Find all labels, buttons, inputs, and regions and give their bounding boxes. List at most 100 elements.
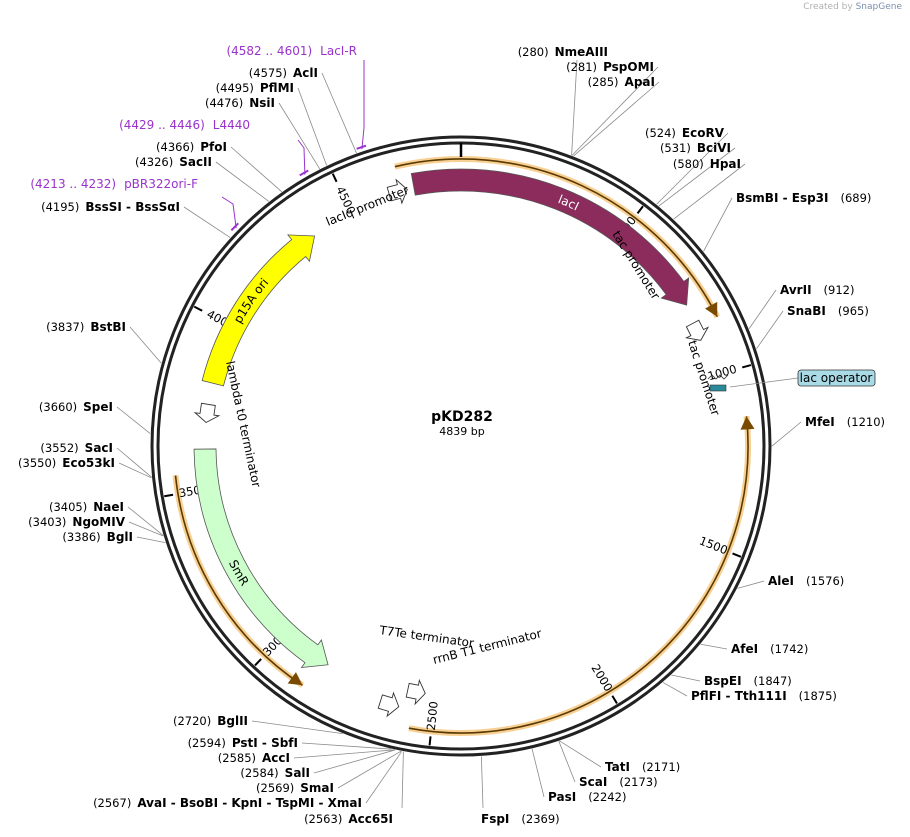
site-position: (3660) xyxy=(39,400,77,414)
site-position: (912) xyxy=(824,283,855,297)
restriction-site: SalI(2584) xyxy=(240,749,396,780)
lac-operator-glyph xyxy=(707,374,729,380)
site-leader xyxy=(559,740,602,768)
site-position: (2585) xyxy=(218,751,256,765)
backbone xyxy=(150,135,772,757)
site-leader xyxy=(737,580,765,589)
site-position: (2242) xyxy=(588,790,626,804)
site-position: (965) xyxy=(838,304,869,318)
site-position: (689) xyxy=(840,191,871,205)
site-position: (1742) xyxy=(770,642,808,656)
site-name: SpeI xyxy=(83,400,113,414)
site-name: BsmBI - Esp3I xyxy=(736,191,828,205)
restriction-site: SacI(3552) xyxy=(40,441,152,478)
restriction-site: Acc65I(2563) xyxy=(304,751,404,826)
site-leader xyxy=(337,750,402,789)
site-position: (1847) xyxy=(754,674,792,688)
site-leader xyxy=(671,674,701,682)
tick-mark xyxy=(331,173,338,183)
site-position: (3386) xyxy=(62,530,100,544)
tick-label: 2500 xyxy=(424,701,441,732)
restriction-site: HpaI(580) xyxy=(673,157,746,220)
lac-operator-leader xyxy=(729,377,799,388)
restriction-site: NmeAIII(280) xyxy=(518,45,608,156)
site-leader xyxy=(401,751,404,809)
site-leader xyxy=(662,682,688,697)
site-leader xyxy=(531,748,545,798)
T7Te-terminator-arrow xyxy=(377,691,400,718)
rrnB-T1-terminator-arrow-2 xyxy=(405,678,426,706)
site-name: NsiI xyxy=(249,96,275,110)
site-name: BglII xyxy=(217,714,248,728)
restriction-site: ScaI(2173) xyxy=(558,741,658,789)
site-position: (4366) xyxy=(156,140,194,154)
site-position: (1210) xyxy=(847,415,885,429)
site-position: (4195) xyxy=(41,200,79,214)
site-name: PspOMI xyxy=(603,60,654,74)
restriction-site: AclI (4575) xyxy=(249,66,357,154)
feature-highlight-arrowhead xyxy=(740,416,755,430)
credit-brand: SnapGene xyxy=(855,2,902,12)
site-name: BglI xyxy=(107,530,133,544)
feature-highlight-line xyxy=(408,416,749,734)
site-name: FspI xyxy=(481,812,509,826)
site-name: SmaI xyxy=(300,781,334,795)
primer-site: LacI-R(4582 .. 4601) xyxy=(226,44,367,150)
feature-highlight-line xyxy=(394,158,719,318)
primer-mark xyxy=(230,222,239,232)
site-name: AvrII xyxy=(780,283,812,297)
restriction-site: ApaI(285) xyxy=(573,75,660,157)
site-name: AclI xyxy=(293,66,318,80)
primer-leader xyxy=(221,196,237,229)
site-position: (2171) xyxy=(642,760,680,774)
restriction-site: NsiI(4476) xyxy=(205,96,321,170)
restriction-site: BssSI - BssSαI (4195) xyxy=(41,200,231,238)
site-name: BssSI - BssSαI xyxy=(85,200,180,214)
site-position: (3552) xyxy=(40,441,78,455)
primer-range: (4429 .. 4446) xyxy=(119,118,205,132)
primer-leader xyxy=(297,139,306,175)
primer-range: (4213 .. 4232) xyxy=(30,177,116,191)
restriction-site: BglI (3386) xyxy=(62,530,166,544)
restriction-site: NaeI(3405) xyxy=(49,500,164,536)
backbone-outer-ring xyxy=(150,135,772,757)
tick-mark xyxy=(741,364,752,369)
restriction-site: PfoI(4366) xyxy=(156,140,283,193)
restriction-site: AleI(1576) xyxy=(737,574,844,589)
site-position: (4575) xyxy=(249,66,287,80)
tick-label: 2000 xyxy=(588,662,615,694)
restriction-site: SacII(4326) xyxy=(135,155,270,202)
site-leader xyxy=(771,421,802,447)
site-position: (4326) xyxy=(135,155,173,169)
site-leader xyxy=(313,749,396,774)
site-position: (2720) xyxy=(173,714,211,728)
restriction-site: SmaI(2569) xyxy=(256,750,402,795)
restriction-site: AfeI(1742) xyxy=(700,642,808,656)
site-leader xyxy=(756,310,784,350)
restriction-site: FspI(2369) xyxy=(480,756,560,826)
restriction-site: SnaBI(965) xyxy=(756,304,869,350)
lacI-arrow xyxy=(410,168,690,306)
primer-name: LacI-R xyxy=(320,44,357,58)
site-position: (280) xyxy=(518,45,549,59)
feature-highlight-arrowhead xyxy=(705,301,718,317)
primer-name: pBR322ori-F xyxy=(124,177,198,191)
site-position: (531) xyxy=(660,141,691,155)
restriction-site: PflFI - Tth111I(1875) xyxy=(662,682,837,703)
site-layer: NmeAIII(280)PspOMI(281)ApaI(285)EcoRV(52… xyxy=(18,45,885,826)
rrnB-T1-terminator-arrow-1 xyxy=(684,319,710,341)
site-leader xyxy=(129,326,162,364)
site-leader xyxy=(700,643,728,650)
restriction-site: PspOMI(281) xyxy=(566,60,659,156)
site-name: NaeI xyxy=(93,500,124,514)
SmR-arrow xyxy=(193,448,329,669)
site-name: PflFI - Tth111I xyxy=(691,689,787,703)
site-leader xyxy=(116,447,152,478)
restriction-site: PstI - SbfI(2594) xyxy=(188,736,392,750)
site-leader xyxy=(365,751,403,804)
site-name: ApaI xyxy=(625,75,655,89)
site-leader xyxy=(230,146,283,193)
restriction-site: MfeI(1210) xyxy=(771,415,885,447)
restriction-site: BciVI(531) xyxy=(658,141,736,207)
